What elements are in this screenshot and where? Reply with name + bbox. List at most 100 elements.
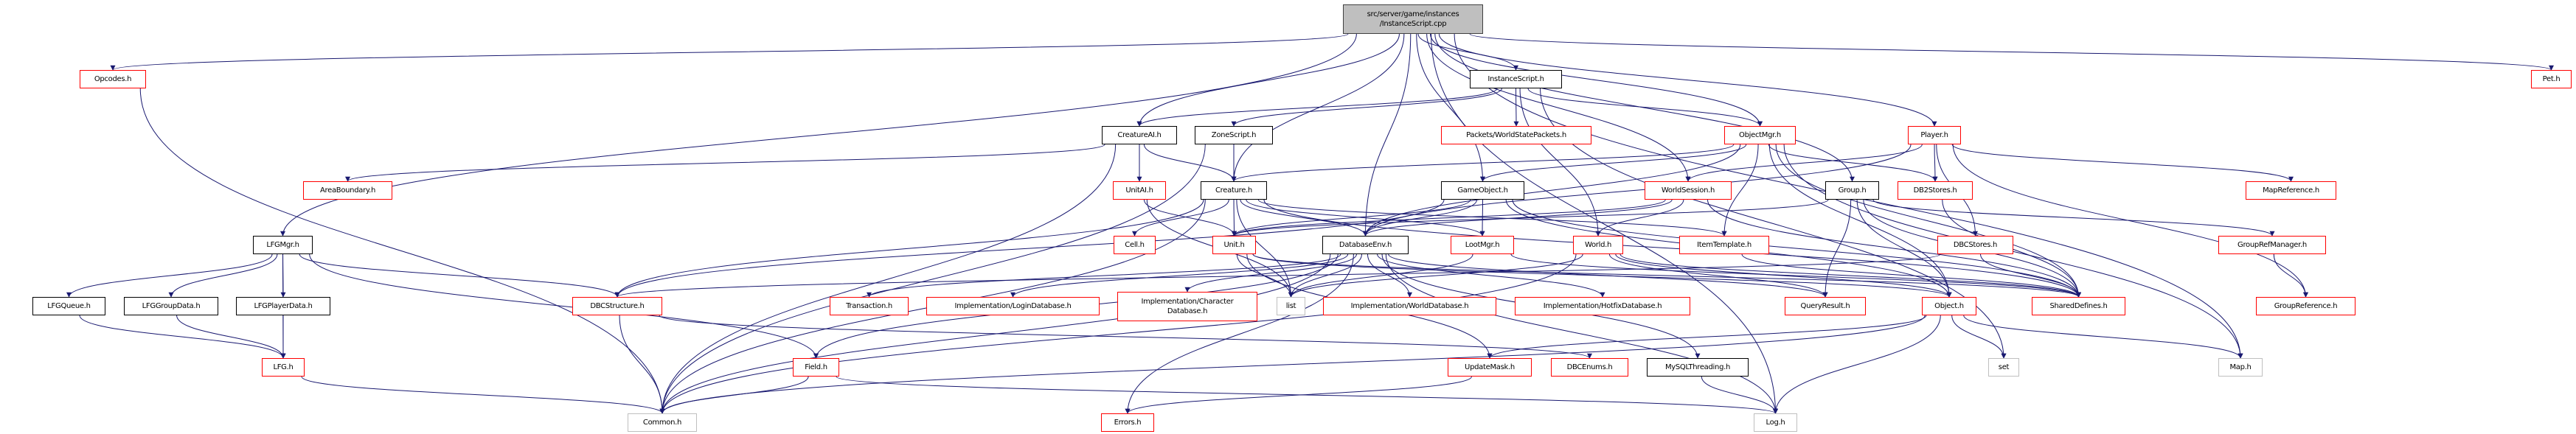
edge-root-to-pet (1469, 33, 2554, 71)
node-world[interactable]: World.h (1573, 236, 1623, 254)
node-list[interactable]: list (1277, 297, 1305, 315)
edge-group-to-queryresult (1822, 199, 1852, 298)
node-root[interactable]: src/server/game/instances/InstanceScript… (1343, 4, 1483, 34)
node-label: DBCEnums.h (1566, 363, 1613, 371)
node-label: Creature.h (1215, 186, 1252, 195)
node-objectmgr[interactable]: ObjectMgr.h (1724, 126, 1796, 144)
node-dbcstructure[interactable]: DBCStructure.h (572, 297, 662, 315)
node-label: Unit.h (1223, 241, 1245, 249)
node-updatemask[interactable]: UpdateMask.h (1448, 358, 1532, 377)
edge-root-to-gameobject (1416, 33, 1485, 182)
edge-field-to-common (659, 376, 809, 414)
node-label: list (1285, 302, 1296, 310)
edge-creature-to-shareddefines (1263, 199, 2081, 298)
node-mysqlthreading[interactable]: MySQLThreading.h (1647, 358, 1749, 377)
edge-databaseenv-to-errors (1125, 253, 1354, 414)
node-label: DatabaseEnv.h (1339, 241, 1392, 249)
edge-updatemask-to-errors (1125, 376, 1472, 414)
node-label: Implementation/WorldDatabase.h (1350, 302, 1469, 310)
node-lfgmgr[interactable]: LFGMgr.h (253, 236, 313, 254)
edge-objectmgr-to-gameobject (1480, 144, 1747, 182)
node-gameobject[interactable]: GameObject.h (1441, 181, 1524, 200)
edge-worldsession-to-databaseenv (1363, 199, 1673, 237)
node-databaseenv[interactable]: DatabaseEnv.h (1322, 236, 1409, 254)
node-label: LFGQueue.h (47, 302, 91, 310)
edge-root-to-creatureai (1136, 33, 1400, 127)
node-label: MySQLThreading.h (1664, 363, 1731, 371)
node-creatureai[interactable]: CreatureAI.h (1102, 126, 1177, 144)
node-cell[interactable]: Cell.h (1114, 236, 1156, 254)
node-log[interactable]: Log.h (1754, 413, 1797, 432)
node-field[interactable]: Field.h (793, 358, 839, 377)
node-errors[interactable]: Errors.h (1101, 413, 1154, 432)
node-label: Packets/WorldStatePackets.h (1466, 131, 1566, 139)
node-dbcenums[interactable]: DBCEnums.h (1551, 358, 1628, 377)
node-label: LFG.h (273, 363, 294, 371)
node-worlddatabase[interactable]: Implementation/WorldDatabase.h (1323, 297, 1496, 315)
edge-gameobject-to-databaseenv (1363, 199, 1478, 237)
edge-creature-to-lootmgr (1246, 199, 1485, 237)
edge-grouprefmanager-to-groupreference (2273, 253, 2308, 298)
edge-opcodes-to-common (139, 88, 665, 414)
edge-unit-to-shareddefines (1252, 253, 2081, 298)
node-dbcstores[interactable]: DBCStores.h (1937, 236, 2013, 254)
node-label: Implementation/LoginDatabase.h (954, 302, 1072, 310)
node-unitai[interactable]: UnitAI.h (1113, 181, 1166, 200)
edge-mysqlthreading-to-log (1701, 376, 1778, 414)
node-label: DBCStores.h (1953, 241, 1998, 249)
node-lfg[interactable]: LFG.h (262, 358, 305, 377)
node-creature[interactable]: Creature.h (1201, 181, 1267, 200)
node-itemtemplate[interactable]: ItemTemplate.h (1679, 236, 1769, 254)
edge-creature-to-databaseenv (1240, 199, 1368, 237)
node-transaction[interactable]: Transaction.h (830, 297, 909, 315)
edge-player-to-mapreference (1951, 144, 2294, 182)
node-logindatabase[interactable]: Implementation/LoginDatabase.h (926, 297, 1100, 315)
node-object[interactable]: Object.h (1922, 297, 1976, 315)
node-label: World.h (1584, 241, 1612, 249)
edge-objectmgr-to-databaseenv (1363, 144, 1741, 237)
node-map[interactable]: Map.h (2218, 358, 2263, 377)
node-lootmgr[interactable]: LootMgr.h (1451, 236, 1514, 254)
node-player[interactable]: Player.h (1908, 126, 1961, 144)
node-hotfixdatabase[interactable]: Implementation/HotfixDatabase.h (1515, 297, 1690, 315)
node-areaboundary[interactable]: AreaBoundary.h (303, 181, 392, 200)
edge-creatureai-to-areaboundary (345, 144, 1105, 182)
node-lfgplayerdata[interactable]: LFGPlayerData.h (236, 297, 330, 315)
edge-gameobject-to-unit (1232, 199, 1471, 237)
node-instancescript[interactable]: InstanceScript.h (1470, 70, 1562, 88)
node-label: Pet.h (2542, 75, 2561, 83)
node-label: src/server/game/instances (1367, 10, 1459, 18)
node-shareddefines[interactable]: SharedDefines.h (2032, 297, 2125, 315)
node-worldsession[interactable]: WorldSession.h (1645, 181, 1732, 200)
edge-instancescript-to-creatureai (1136, 88, 1498, 127)
edge-lfgqueue-to-lfg (79, 315, 286, 359)
node-set[interactable]: set (1988, 358, 2019, 377)
node-mapreference[interactable]: MapReference.h (2246, 181, 2336, 200)
edge-root-to-player (1438, 33, 1937, 127)
node-opcodes[interactable]: Opcodes.h (80, 70, 146, 88)
node-lfggroupdata[interactable]: LFGGroupData.h (124, 297, 218, 315)
edge-object-to-updatemask (1487, 315, 1927, 359)
node-queryresult[interactable]: QueryResult.h (1785, 297, 1866, 315)
node-group[interactable]: Group.h (1825, 181, 1879, 200)
node-zonescript[interactable]: ZoneScript.h (1195, 126, 1273, 144)
node-pet[interactable]: Pet.h (2531, 70, 2572, 88)
node-lfgqueue[interactable]: LFGQueue.h (32, 297, 105, 315)
node-grouprefmanager[interactable]: GroupRefManager.h (2218, 236, 2326, 254)
edge-root-to-objectmgr (1430, 33, 1763, 127)
edge-creature-to-dbcstructure (614, 199, 1204, 298)
edge-object-to-map (1963, 315, 2243, 359)
node-unit[interactable]: Unit.h (1212, 236, 1256, 254)
node-packets[interactable]: Packets/WorldStatePackets.h (1441, 126, 1591, 144)
node-db2stores[interactable]: DB2Stores.h (1898, 181, 1973, 200)
node-label: ItemTemplate.h (1697, 241, 1752, 249)
node-label: Field.h (805, 363, 827, 371)
node-common[interactable]: Common.h (628, 413, 697, 432)
node-label: GameObject.h (1457, 186, 1508, 195)
node-groupreference[interactable]: GroupReference.h (2256, 297, 2355, 315)
edge-root-to-worldsession (1426, 33, 1691, 182)
edge-dbcstores-to-dbcstructure (614, 253, 1941, 298)
node-label: InstanceScript.h (1487, 75, 1544, 83)
